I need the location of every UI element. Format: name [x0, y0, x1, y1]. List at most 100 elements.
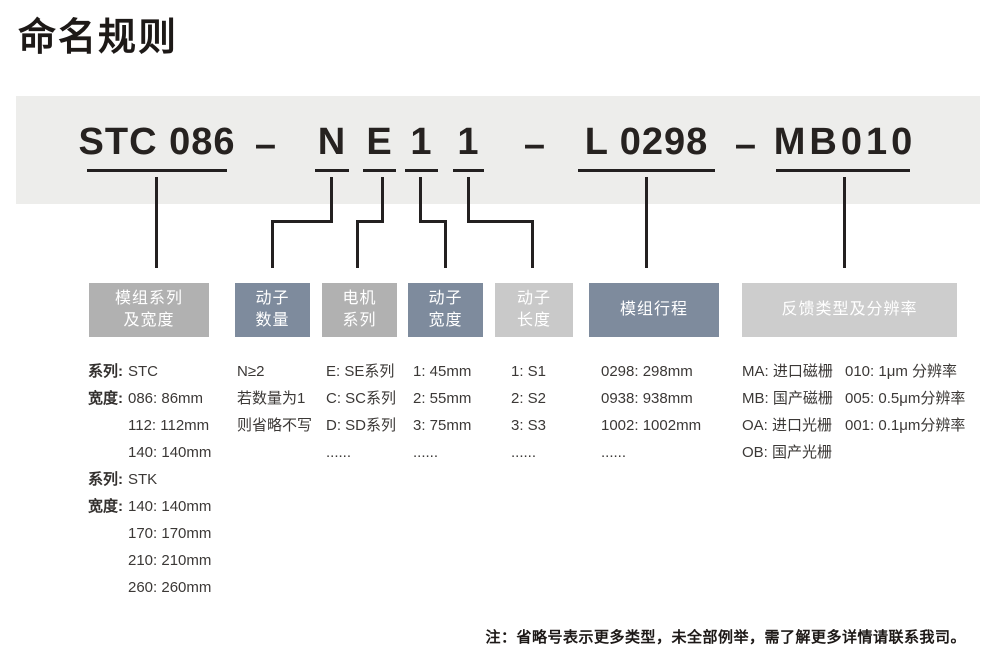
detail-line: 0938: 938mm: [601, 390, 693, 407]
connector-line: [271, 220, 333, 223]
connector-line: [444, 220, 447, 268]
detail-line: 3: 75mm: [413, 417, 472, 434]
page-title: 命名规则: [18, 17, 179, 59]
ellipsis: ......: [413, 444, 439, 461]
detail-line: 001: 0.1μm分辨率: [845, 417, 966, 434]
code-dash: –: [254, 124, 278, 166]
connector-line: [645, 177, 648, 268]
box-label: 宽度: [428, 312, 463, 329]
connector-line: [356, 220, 359, 268]
detail-line: OB: 国产光栅: [742, 444, 833, 461]
detail-value: 260: 260mm: [128, 579, 212, 596]
mover-count-details: N≥2 若数量为1 则省略不写: [237, 358, 312, 439]
code-segment-mover-count: N: [315, 121, 349, 172]
footnote: 注：省略号表示更多类型，未全部例举，需了解更多详情请联系我司。: [485, 629, 966, 646]
detail-row: 140: 140mm: [88, 439, 211, 466]
detail-line: D: SD系列: [326, 417, 397, 434]
detail-value: 140: 140mm: [128, 498, 212, 515]
mover-length-details: 1: S1 2: S2 3: S3 ......: [511, 358, 546, 466]
module-stroke-details: 0298: 298mm 0938: 938mm 1002: 1002mm ...…: [601, 358, 701, 466]
ellipsis: ......: [511, 444, 537, 461]
detail-row: 宽度: 086: 86mm: [88, 385, 211, 412]
detail-line: 2: S2: [511, 390, 547, 407]
connector-line: [467, 177, 470, 223]
box-label: 模组系列: [114, 290, 183, 308]
detail-line: 010: 1μm 分辨率: [845, 363, 958, 380]
box-module-series-width: 模组系列 及宽度: [89, 283, 209, 337]
detail-row: 系列:STK: [88, 466, 211, 493]
detail-value: STC: [128, 363, 158, 380]
detail-value: 210: 210mm: [128, 552, 212, 569]
code-dash: –: [734, 124, 758, 166]
detail-line: 1: S1: [511, 363, 547, 380]
detail-label: 宽度:: [88, 390, 123, 407]
connector-line: [155, 177, 158, 268]
detail-line: OA: 进口光栅: [742, 417, 833, 434]
code-band: [16, 96, 980, 204]
box-label: 系列: [342, 312, 377, 329]
box-label: 动子: [428, 290, 463, 308]
connector-line: [271, 220, 274, 268]
detail-row: 170: 170mm: [88, 520, 211, 547]
code-segment-mover-width: 1: [405, 121, 438, 172]
box-feedback-type: 反馈类型及分辨率: [742, 283, 957, 337]
detail-value: 170: 170mm: [128, 525, 212, 542]
mover-width-details: 1: 45mm 2: 55mm 3: 75mm ......: [413, 358, 471, 466]
detail-line: 1002: 1002mm: [601, 417, 702, 434]
detail-line: C: SC系列: [326, 390, 397, 407]
box-module-stroke: 模组行程: [589, 283, 719, 337]
connector-line: [381, 177, 384, 223]
detail-label: [88, 439, 128, 466]
detail-row: 系列: STC: [88, 358, 211, 385]
module-series-details: 系列: STC 宽度: 086: 86mm 112: 112mm 140: 140m…: [88, 358, 211, 601]
detail-label: 宽度:: [88, 498, 123, 515]
code-dash: –: [523, 124, 547, 166]
connector-line: [843, 177, 846, 268]
connector-line: [467, 220, 534, 223]
detail-line: MB: 国产磁栅: [742, 390, 833, 407]
detail-value: STK: [128, 471, 158, 488]
box-label: 模组行程: [619, 301, 688, 319]
detail-line: 0298: 298mm: [601, 363, 693, 380]
box-label: 及宽度: [123, 312, 175, 329]
detail-line: 若数量为1: [237, 390, 306, 407]
connector-line: [419, 220, 447, 223]
box-label: 反馈类型及分辨率: [781, 301, 918, 319]
detail-value: 112: 112mm: [128, 417, 210, 434]
ellipsis: ......: [326, 444, 352, 461]
detail-row: 宽度: 140: 140mm: [88, 493, 211, 520]
ellipsis: ......: [601, 444, 627, 461]
box-motor-series: 电机 系列: [322, 283, 397, 337]
box-mover-count: 动子 数量: [235, 283, 310, 337]
box-mover-length: 动子 长度: [495, 283, 573, 337]
connector-line: [356, 220, 384, 223]
box-label: 电机: [342, 290, 377, 308]
box-label: 动子: [255, 290, 290, 308]
code-segment-mover-length: 1: [453, 121, 484, 172]
detail-row: 210: 210mm: [88, 547, 211, 574]
code-segment-motor-series: E: [363, 121, 396, 172]
code-segment-series-width: STC 086: [79, 121, 234, 172]
detail-label: [88, 412, 128, 439]
detail-line: E: SE系列: [326, 363, 395, 380]
detail-line: 2: 55mm: [413, 390, 472, 407]
detail-line: 3: S3: [511, 417, 547, 434]
detail-value: 086: 86mm: [128, 390, 204, 407]
box-label: 数量: [255, 312, 290, 329]
motor-series-details: E: SE系列 C: SC系列 D: SD系列 ......: [326, 358, 396, 466]
box-label: 长度: [516, 312, 551, 329]
detail-line: N≥2: [237, 363, 265, 380]
box-mover-width: 动子 宽度: [408, 283, 483, 337]
detail-value: 140: 140mm: [128, 444, 212, 461]
feedback-type-details: MA: 进口磁栅 MB: 国产磁栅 OA: 进口光栅 OB: 国产光栅: [742, 358, 833, 466]
detail-label: [88, 547, 128, 574]
box-label: 动子: [516, 290, 551, 308]
code-segment-feedback: MB010: [774, 121, 912, 172]
code-segment-stroke: L 0298: [578, 121, 715, 172]
detail-line: MA: 进口磁栅: [742, 363, 833, 380]
detail-label: 系列:: [88, 363, 123, 380]
detail-row: 260: 260mm: [88, 574, 211, 601]
feedback-resolution-details: 010: 1μm 分辨率 005: 0.5μm分辨率 001: 0.1μm分辨率: [845, 358, 965, 439]
detail-row: 112: 112mm: [88, 412, 211, 439]
